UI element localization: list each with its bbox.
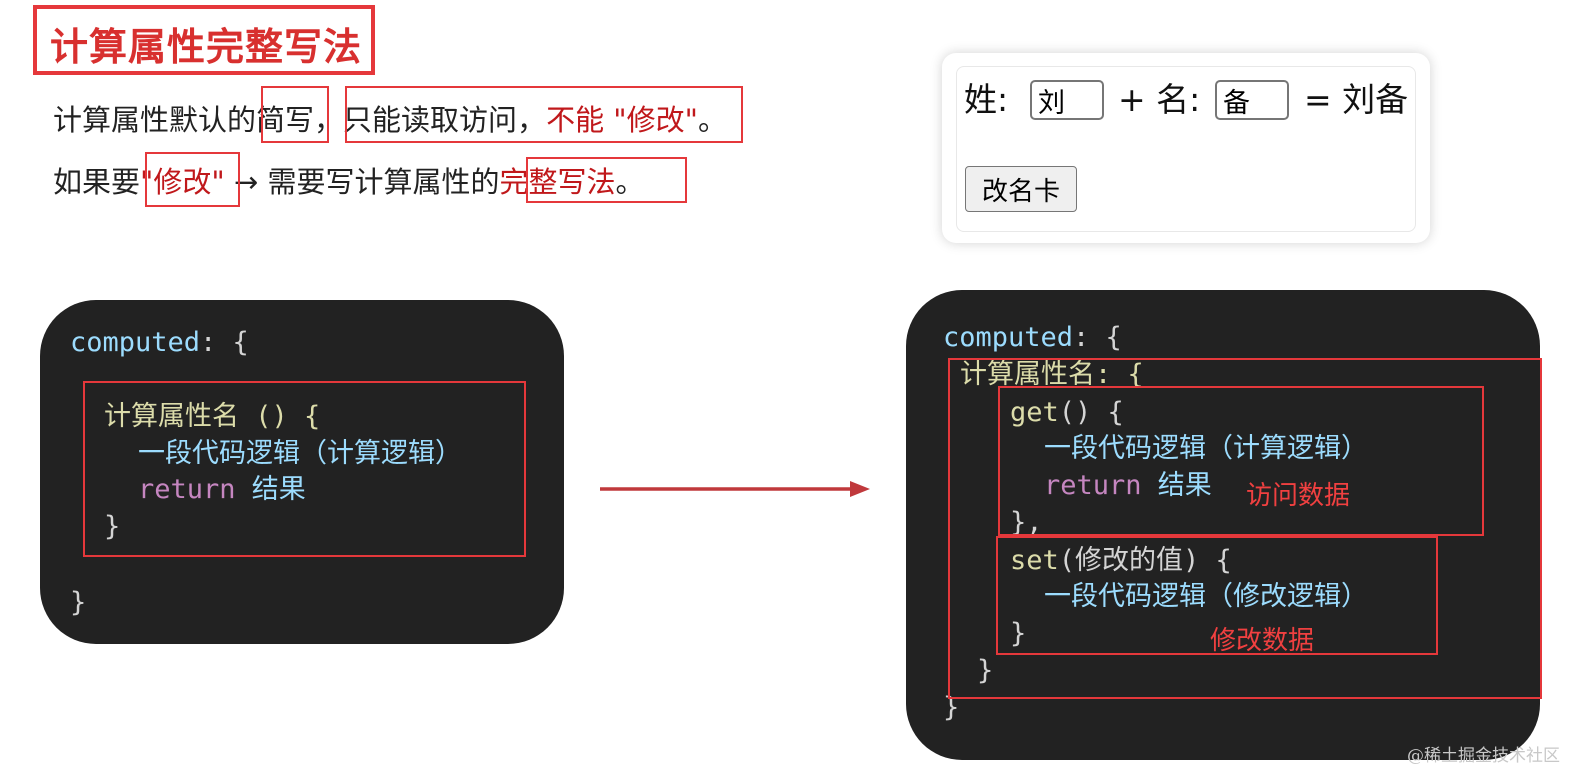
- desc-1-f: 。: [697, 103, 727, 137]
- desc-2-c: → 需要写计算属性的: [224, 165, 500, 199]
- arrow-right-icon: [600, 481, 870, 497]
- first-name-input[interactable]: [1215, 80, 1289, 120]
- code-r-get-args: () {: [1058, 397, 1124, 428]
- code-r-set: set: [1010, 545, 1059, 576]
- code-r-line-2: 计算属性名: {: [960, 359, 1144, 390]
- watermark: @稀土掘金技术社区: [1407, 746, 1560, 766]
- note-access-data: 访问数据: [1246, 481, 1351, 511]
- code-panel-shorthand: [40, 300, 564, 644]
- code-r-line-5: return 结果: [1044, 468, 1212, 504]
- code-r-brace-open: : {: [1073, 322, 1122, 353]
- highlight-getter: [998, 386, 1484, 536]
- highlight-readonly: [345, 86, 743, 143]
- code-r-line-4: 一段代码逻辑（计算逻辑）: [1044, 433, 1368, 464]
- desc-2-d: 完整写法: [499, 165, 616, 199]
- desc-line-2: 如果要"修改" → 需要写计算属性的完整写法。: [53, 162, 644, 202]
- desc-1-d: 只能读取访问，: [343, 103, 547, 137]
- code-r-line-1: computed: {: [943, 320, 1122, 356]
- code-l-line-5: }: [104, 511, 121, 542]
- code-r-set-args: (修改的值) {: [1058, 545, 1232, 576]
- code-r-result: 结果: [1141, 470, 1212, 501]
- full-name-result: = 刘备: [1304, 80, 1409, 119]
- code-r-get: get: [1010, 397, 1059, 428]
- code-l-line-3: 一段代码逻辑（计算逻辑）: [138, 438, 462, 469]
- code-l-line-1: computed: {: [70, 325, 249, 361]
- desc-2-b: "修改": [140, 165, 225, 199]
- desc-1-e: 不能 "修改": [546, 103, 698, 137]
- code-r-line-7: set(修改的值) {: [1010, 543, 1232, 579]
- highlight-setter: [996, 536, 1438, 655]
- highlight-xiugai: [145, 152, 240, 207]
- page-title: 计算属性完整写法: [50, 25, 363, 69]
- code-panel-full: [906, 290, 1540, 760]
- code-l-line-4: return 结果: [138, 472, 306, 508]
- code-r-line-6: },: [1010, 507, 1043, 538]
- highlight-jianxie: [261, 86, 329, 143]
- last-name-input[interactable]: [1030, 80, 1104, 120]
- desc-2-a: 如果要: [53, 165, 141, 199]
- highlight-wanzheng: [526, 157, 687, 203]
- demo-inner-frame: [956, 66, 1416, 232]
- rename-button[interactable]: 改名卡: [965, 166, 1077, 212]
- code-r-line-11: }: [943, 692, 960, 723]
- desc-line-1: 计算属性默认的简写，只能读取访问，不能 "修改"。: [53, 100, 727, 140]
- title-frame: [33, 5, 375, 75]
- last-name-label: 姓:: [964, 80, 1009, 119]
- note-modify-data: 修改数据: [1210, 626, 1315, 656]
- code-l-brace-open: : {: [200, 327, 249, 358]
- desc-1-b: 简写: [256, 103, 315, 137]
- highlight-shorthand-fn: [83, 381, 526, 557]
- code-r-line-8: 一段代码逻辑（修改逻辑）: [1044, 581, 1368, 612]
- code-l-line-6: }: [70, 587, 87, 618]
- code-l-line-2: 计算属性名 () {: [104, 401, 321, 432]
- code-r-return: return: [1044, 470, 1142, 501]
- first-name-label: + 名:: [1118, 80, 1201, 119]
- desc-2-e: 。: [615, 165, 645, 199]
- desc-1-a: 计算属性默认的: [53, 103, 257, 137]
- code-l-return: return: [138, 474, 236, 505]
- code-r-computed: computed: [943, 322, 1074, 353]
- code-l-result: 结果: [235, 474, 306, 505]
- code-l-computed: computed: [70, 327, 201, 358]
- code-r-line-3: get() {: [1010, 395, 1124, 431]
- highlight-computed-object: [948, 358, 1542, 699]
- code-r-line-10: }: [977, 655, 994, 686]
- code-r-line-9: }: [1010, 618, 1027, 649]
